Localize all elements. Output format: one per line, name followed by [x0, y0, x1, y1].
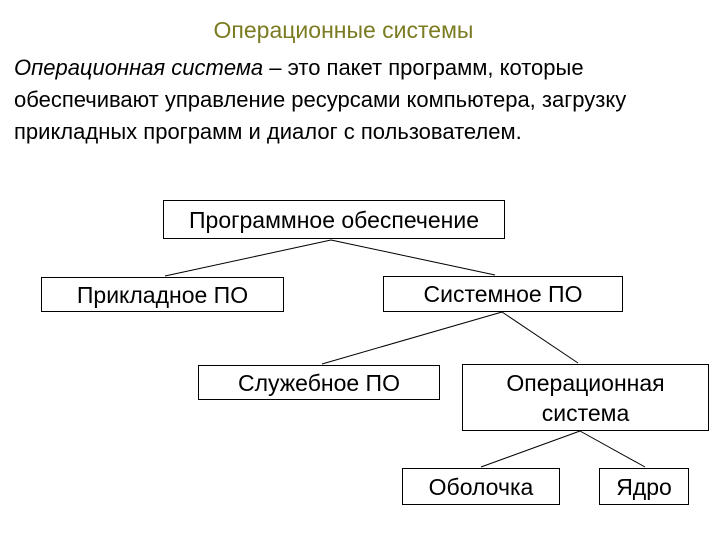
definition-text: – это пакет программ, которые обеспечива… [14, 55, 627, 144]
node-utility-label: Служебное ПО [238, 369, 400, 396]
node-software-label: Программное обеспечение [189, 206, 479, 233]
definition-term: Операционная система [14, 55, 264, 80]
edge-system-os [501, 311, 579, 364]
edge-os-shell [480, 430, 581, 468]
slide-title: Операционные системы [213, 17, 474, 43]
node-kernel: Ядро [599, 468, 689, 505]
node-software: Программное обеспечение [163, 200, 505, 239]
node-system-label: Системное ПО [423, 281, 583, 307]
node-os-label-line2: система [541, 399, 630, 426]
node-shell-label: Оболочка [428, 473, 534, 500]
definition-paragraph: Операционная система – это пакет програм… [14, 52, 692, 148]
node-kernel-label: Ядро [616, 473, 672, 500]
node-applied: Прикладное ПО [41, 277, 284, 312]
edge-software-system [330, 239, 496, 276]
node-system: Системное ПО [383, 276, 623, 312]
node-utility: Служебное ПО [198, 365, 440, 400]
edge-system-utility [321, 311, 503, 365]
node-os-label-line1: Операционная [506, 369, 665, 396]
node-applied-label: Прикладное ПО [76, 281, 249, 308]
edge-software-applied [164, 239, 332, 277]
edge-os-kernel [579, 430, 646, 468]
node-os: Операционная система [462, 364, 709, 431]
node-shell: Оболочка [402, 468, 560, 505]
